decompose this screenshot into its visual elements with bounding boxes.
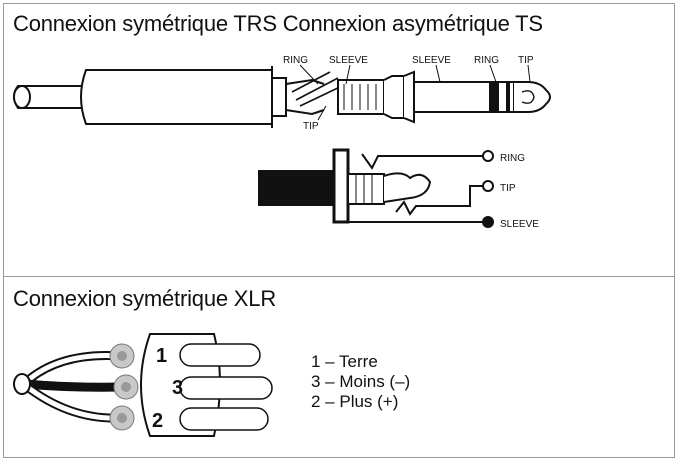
ts-ring-label: RING xyxy=(474,55,499,66)
xlr-pin-3: 3 xyxy=(172,377,183,399)
jack-schematic xyxy=(258,148,484,224)
schematic-terminals xyxy=(482,150,494,228)
xlr-legend-item: 1 – Terre xyxy=(311,352,378,371)
ts-jack xyxy=(403,70,551,124)
xlr-legend-item: 3 – Moins (–) xyxy=(311,372,411,391)
ts-sleeve-label: SLEEVE xyxy=(412,55,451,66)
xlr-pin-1: 1 xyxy=(156,345,167,367)
schematic-tip-label: TIP xyxy=(500,183,516,194)
ts-leader-lines xyxy=(435,64,531,83)
xlr-title: Connexion symétrique XLR xyxy=(13,286,277,311)
diagram-frame xyxy=(3,3,675,458)
trs-cable xyxy=(13,66,405,128)
trs-tip-label: TIP xyxy=(303,121,319,132)
trs-leader-lines xyxy=(299,64,351,121)
trs-sleeve-label: SLEEVE xyxy=(329,55,368,66)
trs-ts-title: Connexion symétrique TRS Connexion asymé… xyxy=(13,11,543,36)
xlr-connector: 1 3 2 xyxy=(13,333,273,437)
section-divider xyxy=(3,276,675,277)
schematic-ring-label: RING xyxy=(500,153,525,164)
xlr-pin-2: 2 xyxy=(152,410,163,432)
trs-ring-label: RING xyxy=(283,55,308,66)
xlr-pin-legend: 1 – Terre 3 – Moins (–) 2 – Plus (+) xyxy=(311,352,410,412)
schematic-sleeve-label: SLEEVE xyxy=(500,219,539,230)
ts-tip-label: TIP xyxy=(518,55,534,66)
xlr-legend-item: 2 – Plus (+) xyxy=(311,392,399,411)
